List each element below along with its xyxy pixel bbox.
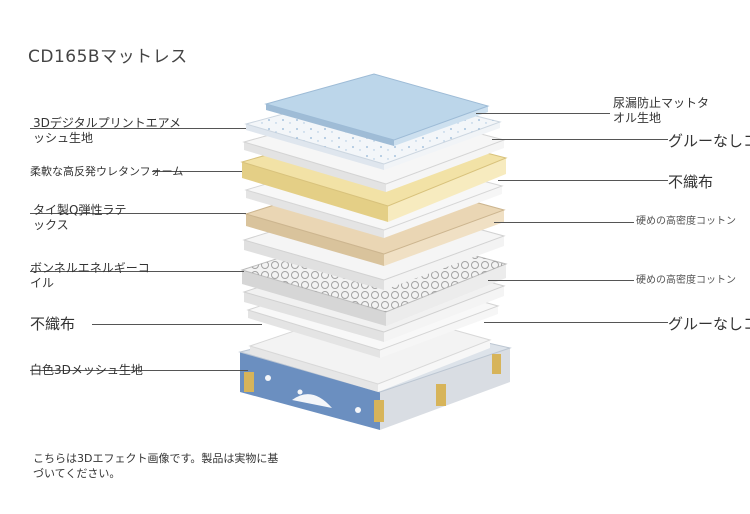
leader-line-left-6 <box>30 370 248 371</box>
label-bonnell-coil: ボンネルエネルギーコ イル <box>30 261 150 290</box>
leader-line-right-3 <box>498 180 668 181</box>
leader-line-right-5 <box>488 280 634 281</box>
layer-waterproof-towel <box>264 73 490 146</box>
leader-line-right-6 <box>484 322 668 323</box>
label-thai-latex: タイ製Q弾性ラテ ックス <box>33 203 127 232</box>
label-3d-print-mesh: 3Dデジタルプリントエアメ ッシュ生地 <box>33 116 182 145</box>
label-glue-free-cotton-1: グルーなしコ <box>668 132 750 150</box>
label-glue-free-cotton-2: グルーなしコ <box>668 315 750 333</box>
image-disclaimer: こちらは3Dエフェクト画像です。製品は実物に基 づいてください。 <box>33 452 279 480</box>
leader-line-left-4 <box>30 271 244 272</box>
label-white-mesh: 白色3Dメッシュ生地 <box>30 363 143 377</box>
leader-line-right-1 <box>476 113 610 114</box>
label-waterproof-towel: 尿漏防止マットタ オル生地 <box>613 96 710 125</box>
label-non-woven-right: 不織布 <box>668 173 714 191</box>
label-hard-cotton-1: 硬めの高密度コットン <box>636 216 736 227</box>
leader-line-left-1 <box>30 128 246 129</box>
leader-line-right-4 <box>494 222 634 223</box>
label-high-resilience-foam: 柔軟な高反発ウレタンフォーム <box>30 165 184 178</box>
leader-line-left-3 <box>30 213 246 214</box>
leader-line-left-5 <box>92 324 262 325</box>
leader-line-right-2 <box>492 139 668 140</box>
leader-line-left-2 <box>152 171 242 172</box>
label-hard-cotton-2: 硬めの高密度コットン <box>636 275 736 286</box>
label-non-woven-left: 不織布 <box>30 315 76 333</box>
page-title: CD165Bマットレス <box>28 47 188 67</box>
